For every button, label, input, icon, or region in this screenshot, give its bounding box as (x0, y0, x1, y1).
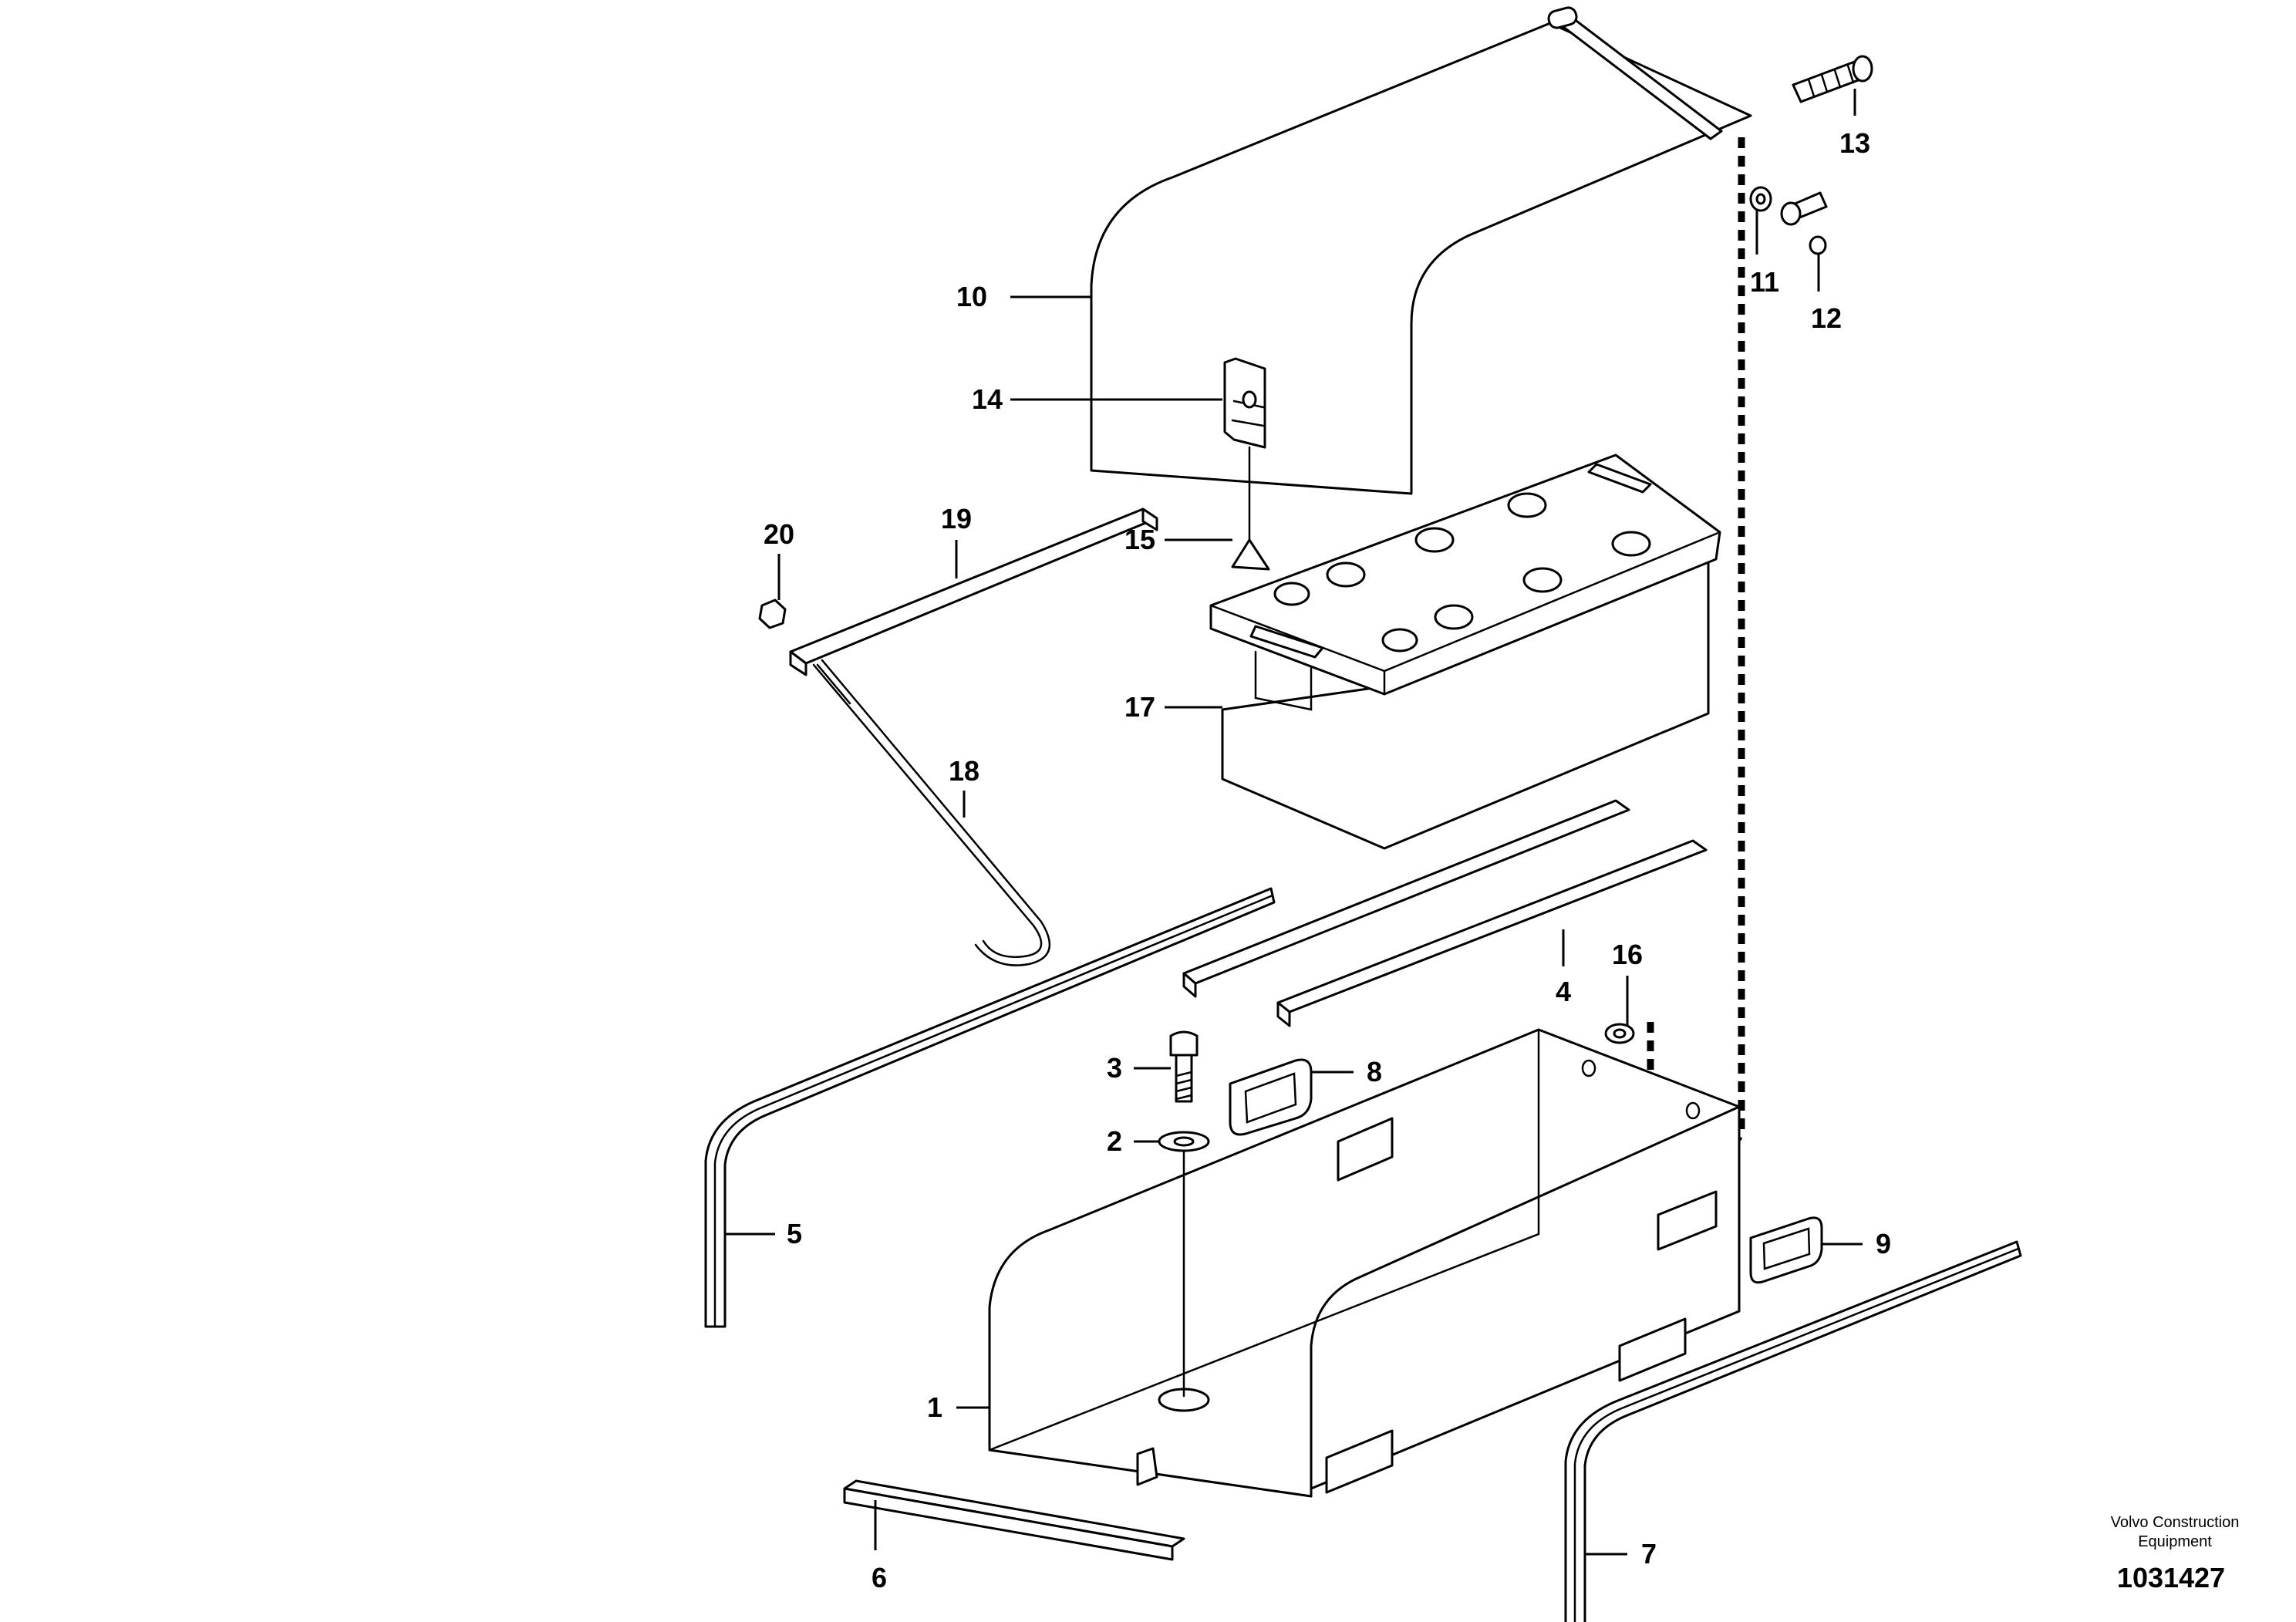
part-1-battery-box (988, 1028, 1741, 1498)
leader-lines (725, 89, 1863, 1556)
part-19-clamp-bar (789, 508, 1158, 676)
callout-19: 19 (941, 503, 972, 534)
part-8-grommet (1229, 1058, 1313, 1136)
brand-line-1: Volvo Construction (2111, 1514, 2240, 1531)
callout-17: 17 (1124, 691, 1155, 723)
callout-13: 13 (1839, 127, 1870, 159)
brand-line-2: Equipment (2138, 1533, 2212, 1550)
part-13-handle (1547, 6, 1873, 140)
part-3-bolt (1169, 1030, 1199, 1103)
part-5-edge-trim (704, 887, 1276, 1328)
part-16-washer (1604, 1023, 1635, 1044)
document-number: 1031427 (2117, 1562, 2225, 1593)
callout-2: 2 (1107, 1125, 1122, 1157)
battery-terminals (1273, 492, 1651, 653)
callouts: 10 14 15 17 19 20 18 4 16 11 12 13 3 2 8… (764, 127, 1891, 1593)
callout-6: 6 (872, 1562, 887, 1593)
callout-15: 15 (1124, 524, 1155, 555)
part-18-j-hook-rod (812, 659, 1051, 966)
part-7-edge-trim (1564, 1240, 2022, 1622)
callout-16: 16 (1612, 939, 1643, 970)
part-2-washer (1158, 1131, 1210, 1398)
callout-4: 4 (1556, 976, 1571, 1007)
callout-10: 10 (956, 281, 987, 312)
part-6-bottom-strip (843, 1479, 1185, 1561)
part-11-washer (1749, 186, 1772, 212)
part-9-grommet (1749, 1216, 1823, 1284)
callout-20: 20 (764, 518, 794, 550)
part-14-latch-clip (1223, 357, 1266, 449)
callout-8: 8 (1367, 1056, 1382, 1088)
part-15-hook-bolt (1231, 446, 1270, 571)
callout-3: 3 (1107, 1052, 1122, 1084)
assembly-dashed-line (1725, 137, 1745, 1155)
callout-7: 7 (1641, 1538, 1657, 1570)
part-12-bolt (1780, 191, 1828, 255)
callout-12: 12 (1811, 302, 1842, 334)
callout-1: 1 (927, 1391, 942, 1423)
part-20-nut (758, 599, 787, 629)
callout-5: 5 (787, 1218, 802, 1249)
callout-14: 14 (972, 383, 1003, 415)
footer-brand: Volvo Construction Equipment 1031427 (2111, 1514, 2240, 1593)
part-4-pads (1182, 799, 1708, 1027)
callout-18: 18 (949, 755, 979, 787)
callout-11: 11 (1750, 266, 1779, 298)
part-17-battery (1209, 454, 1721, 850)
callout-9: 9 (1876, 1228, 1891, 1259)
